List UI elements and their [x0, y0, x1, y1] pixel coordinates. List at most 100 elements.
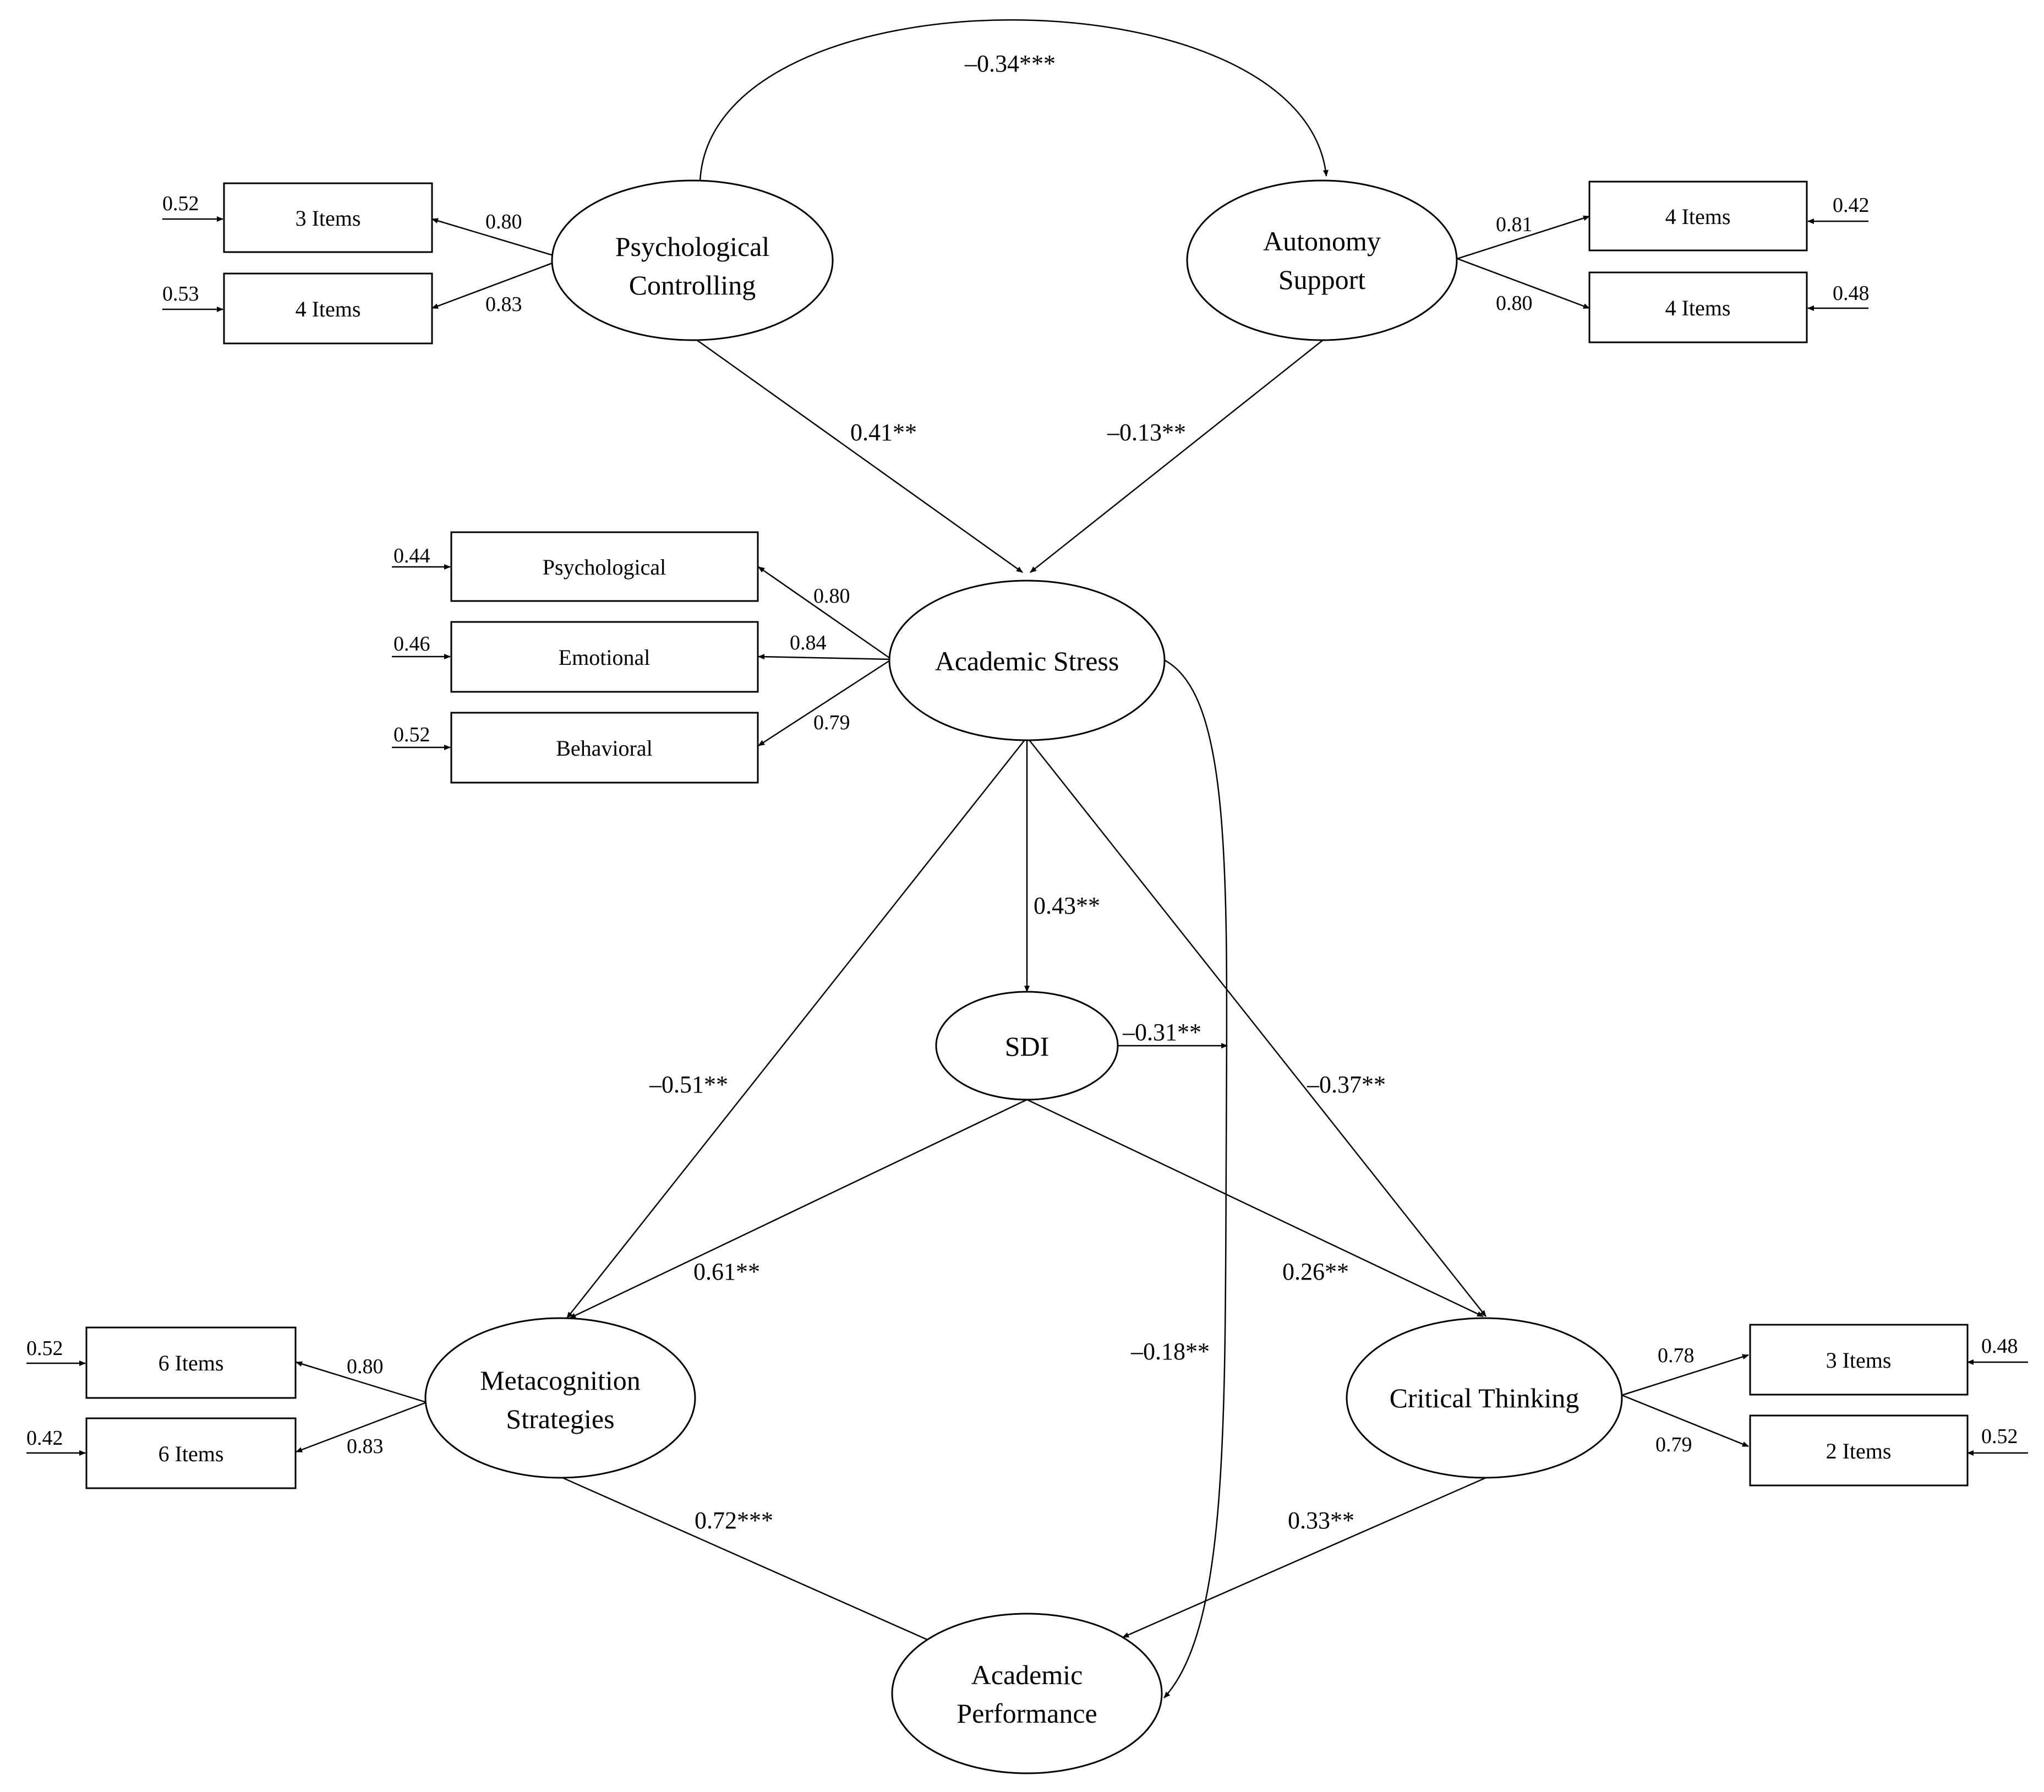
error-label: 0.52 [394, 723, 430, 746]
latent-sdi: SDI [935, 991, 1119, 1101]
error-label: 0.42 [1833, 194, 1870, 217]
loading-label: 0.81 [1496, 213, 1533, 236]
indicator-box: 3 Items [1749, 1324, 1969, 1396]
coef-ct-perf: 0.33** [1288, 1507, 1354, 1534]
indicator-box: 4 Items [223, 272, 433, 345]
coef-stress-perf: –0.18** [1130, 1338, 1210, 1365]
indicator-box: Psychological [450, 531, 759, 602]
indicator-label: 3 Items [296, 206, 361, 231]
indicator-box: Behavioral [450, 712, 759, 784]
indicator-label: 2 Items [1826, 1439, 1892, 1463]
error-label: 0.52 [26, 1337, 63, 1360]
loading-pc2 [431, 258, 565, 309]
latent-variables: Psychological Controlling Autonomy Suppo… [424, 179, 1623, 1774]
loading-label: 0.79 [813, 711, 850, 734]
indicator-box: Emotional [450, 621, 759, 693]
latent-label-line: Autonomy [1263, 226, 1381, 256]
loading-label: 0.80 [347, 1355, 384, 1378]
latent-autonomy-support: Autonomy Support [1186, 179, 1458, 341]
loading-as2 [1457, 258, 1590, 309]
indicator-label: 4 Items [1665, 296, 1731, 320]
loading-label: 0.80 [485, 210, 522, 233]
latent-label-line: Critical Thinking [1390, 1383, 1580, 1413]
loading-label: 0.79 [1655, 1433, 1692, 1456]
edge-covariance-pc-as [699, 19, 1329, 182]
latent-label-line: Psychological [615, 231, 770, 262]
indicator-label: 6 Items [159, 1441, 224, 1466]
error-label: 0.53 [162, 282, 199, 305]
latent-label-line: Academic [971, 1659, 1083, 1690]
loading-as1 [1457, 215, 1590, 260]
loading-mc1 [296, 1361, 427, 1403]
indicator-label: 4 Items [296, 297, 361, 321]
loading-label: 0.78 [1658, 1344, 1695, 1367]
indicator-box: 4 Items [1588, 271, 1808, 343]
latent-label-line: Controlling [629, 270, 756, 301]
loading-mc2 [296, 1401, 427, 1453]
path-coefficients: –0.34*** 0.41** –0.13** 0.43** –0.31** –… [649, 50, 1386, 1534]
error-label: 0.48 [1833, 282, 1870, 305]
latent-label-line: Support [1278, 264, 1365, 295]
indicator-label: Emotional [559, 645, 651, 670]
indicator-box: 4 Items [1588, 181, 1808, 252]
coef-sdi-perf: –0.31** [1122, 1019, 1201, 1046]
indicator-label: Behavioral [556, 736, 653, 761]
error-label: 0.42 [26, 1427, 63, 1450]
coef-meta-perf: 0.72*** [695, 1507, 773, 1534]
indicators: 3 Items 4 Items 4 Items 4 Items Psycholo… [85, 181, 1969, 1489]
loading-label: 0.80 [1496, 292, 1533, 315]
loading-labels: 0.80 0.83 0.81 0.80 0.80 0.84 0.79 0.80 … [347, 210, 1695, 1458]
latent-psychological-controlling: Psychological Controlling [551, 179, 834, 341]
edge-ct-to-perf [1122, 1477, 1486, 1638]
error-label: 0.46 [394, 632, 430, 655]
indicator-box: 6 Items [85, 1326, 297, 1399]
loading-label: 0.80 [813, 584, 850, 608]
edge-stress-to-perf [1162, 658, 1228, 1698]
latent-academic-performance: Academic Performance [891, 1613, 1163, 1774]
loading-st2 [758, 654, 892, 660]
latent-critical-thinking: Critical Thinking [1346, 1317, 1623, 1479]
edge-stress-to-meta [566, 738, 1026, 1319]
latent-label-line: SDI [1005, 1031, 1050, 1062]
edge-pc-to-stress [696, 338, 1023, 573]
latent-academic-stress: Academic Stress [888, 580, 1166, 741]
error-label: 0.48 [1981, 1335, 2018, 1358]
edge-as-to-stress [1030, 339, 1324, 573]
loading-label: 0.83 [347, 1435, 384, 1458]
latent-label-line: Metacognition [480, 1365, 641, 1396]
indicator-box: 2 Items [1749, 1414, 1969, 1487]
indicator-label: Psychological [543, 555, 666, 580]
latent-label-line: Strategies [506, 1403, 614, 1434]
loading-pc1 [431, 218, 565, 260]
edge-meta-to-perf [562, 1477, 935, 1644]
coef-pc-stress: 0.41** [850, 419, 917, 446]
edges [26, 19, 2028, 1698]
coef-stress-ct: –0.37** [1307, 1071, 1386, 1098]
edge-sdi-to-meta [569, 1099, 1028, 1319]
loading-label: 0.83 [485, 293, 522, 316]
coef-stress-meta: –0.51** [649, 1071, 728, 1098]
indicator-label: 4 Items [1665, 204, 1731, 229]
error-labels: 0.52 0.53 0.42 0.48 0.44 0.46 0.52 0.52 … [26, 192, 2018, 1450]
latent-label-line: Performance [957, 1698, 1097, 1729]
edge-stress-to-ct [1028, 738, 1486, 1317]
error-label: 0.52 [162, 192, 199, 215]
indicator-box: 3 Items [223, 182, 433, 253]
error-label: 0.52 [1981, 1425, 2018, 1448]
coef-sdi-ct: 0.26** [1282, 1258, 1349, 1285]
coef-covariance: –0.34*** [964, 50, 1056, 77]
coef-stress-sdi: 0.43** [1034, 892, 1100, 919]
indicator-box: 6 Items [85, 1417, 297, 1489]
latent-metacognition-strategies: Metacognition Strategies [424, 1317, 696, 1479]
latent-label-line: Academic Stress [935, 646, 1119, 676]
loading-ct2 [1621, 1394, 1749, 1447]
loading-ct1 [1621, 1354, 1749, 1396]
loading-st1 [758, 566, 892, 660]
loading-label: 0.84 [790, 631, 827, 654]
indicator-label: 3 Items [1826, 1348, 1892, 1373]
coef-as-stress: –0.13** [1107, 419, 1186, 446]
error-label: 0.44 [394, 544, 430, 567]
coef-sdi-meta: 0.61** [693, 1258, 760, 1285]
edge-sdi-to-ct [1026, 1099, 1484, 1318]
